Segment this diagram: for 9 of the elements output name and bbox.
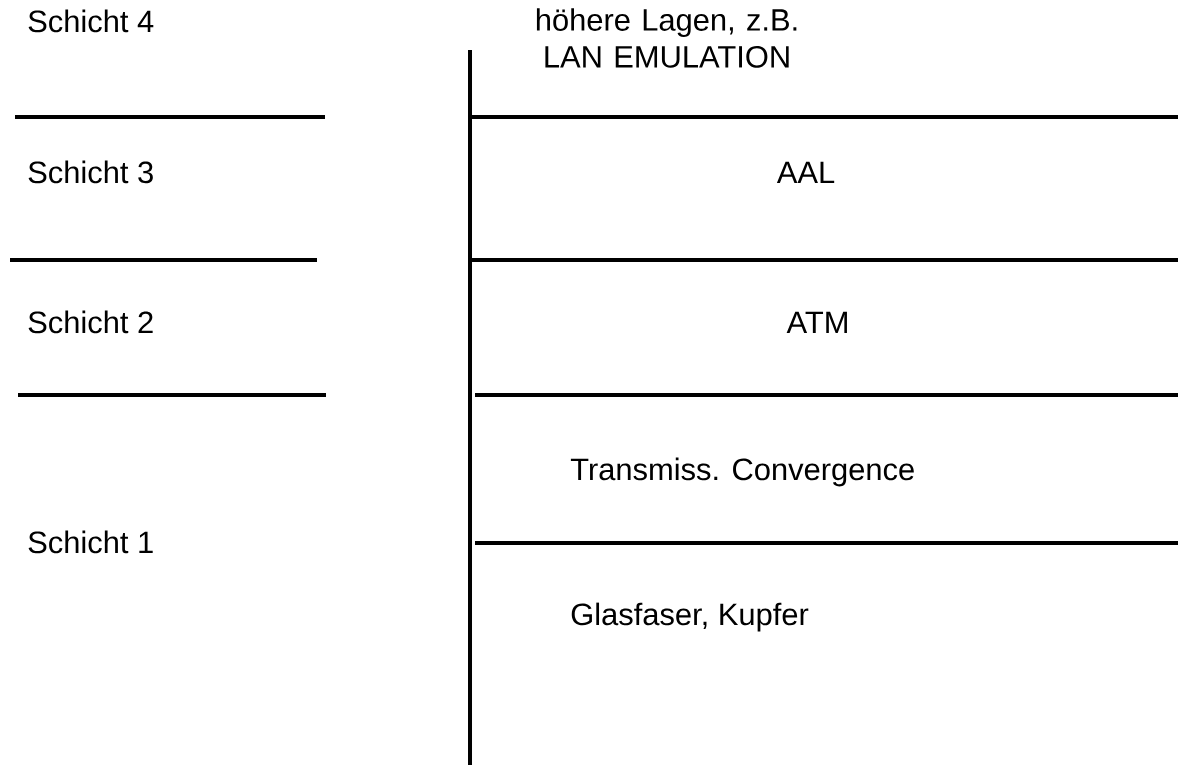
layer-content: Transmiss. Convergence: [570, 457, 914, 487]
layer-content: AAL: [776, 161, 835, 183]
layer-name: Schicht 4: [28, 9, 154, 33]
layer-content: höhere Lagen, z.B. LAN EMULATION: [536, 8, 797, 68]
layer-name: Schicht 2: [28, 310, 153, 334]
layer-content: Glasfaser, Kupfer: [571, 602, 809, 632]
layer-content: ATM: [786, 311, 847, 333]
layer-name: Schicht 1: [28, 530, 153, 554]
layer-name: Schicht 3: [28, 160, 153, 184]
